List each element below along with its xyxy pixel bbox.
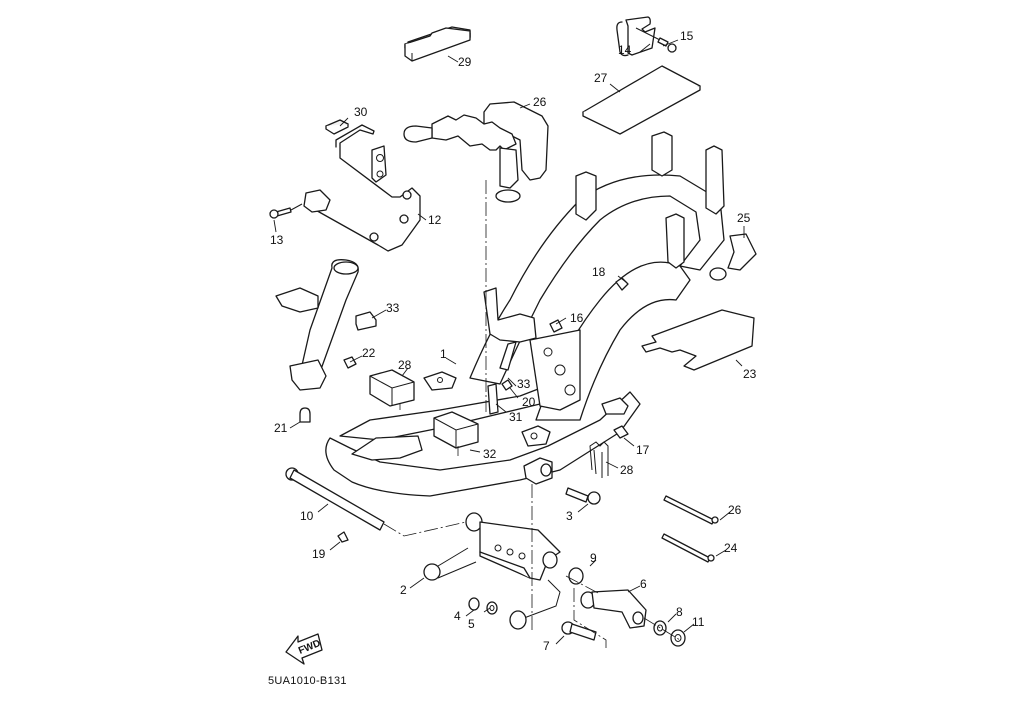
callout-20: 20 (522, 395, 536, 409)
callout-27: 26 (533, 95, 547, 109)
part-5-washer (486, 601, 498, 615)
callout-4: 4 (454, 609, 461, 623)
part-2-engine-bracket (423, 512, 561, 630)
part-34-damper (355, 311, 377, 331)
part-33-damper-top (325, 119, 349, 135)
part-4-collar (468, 597, 480, 611)
callout-7: 7 (543, 639, 550, 653)
callout-28: 28 (620, 463, 634, 477)
part-33-damper-side (487, 383, 499, 415)
part-29-damper (369, 369, 415, 407)
part-35-damper (499, 341, 517, 371)
callout-22: 22 (362, 346, 376, 360)
callout-26: 26 (728, 503, 742, 517)
callout-15: 15 (680, 29, 694, 43)
part-17-nut (613, 425, 629, 439)
callout-19: 19 (312, 547, 326, 561)
part-13-bolt (269, 203, 303, 219)
callout-30: 32 (483, 447, 497, 461)
callout-32: 29 (458, 55, 472, 69)
callout-5: 5 (468, 617, 475, 631)
callout-33-side: 31 (509, 410, 523, 424)
part-31-plate-pad (582, 65, 701, 135)
drawing-code: 5UA1010-B131 (268, 675, 347, 687)
callout-24: 24 (724, 541, 738, 555)
callout-33-top: 30 (354, 105, 368, 119)
callout-6: 6 (640, 577, 647, 591)
callout-2: 2 (400, 583, 407, 597)
callout-9: 9 (590, 551, 597, 565)
leader-lines (273, 39, 745, 645)
callout-18: 18 (592, 265, 606, 279)
part-30-damper (433, 411, 479, 449)
part-1-frame (275, 131, 725, 497)
callout-11: 11 (692, 615, 705, 629)
part-16-nut (549, 319, 563, 333)
part-23-plate (641, 309, 755, 371)
part-10-pivot-shaft (285, 467, 385, 531)
callout-14: 14 (618, 43, 632, 57)
part-15-screw (635, 27, 677, 53)
part-22-nut (343, 356, 357, 369)
callout-8: 8 (676, 605, 683, 619)
part-12-bracket (303, 124, 421, 252)
callout-34: 33 (386, 301, 400, 315)
callout-10: 10 (300, 509, 314, 523)
callout-31: 27 (594, 71, 608, 85)
part-28-clip (589, 441, 609, 478)
callout-1: 1 (440, 347, 447, 361)
part-26-band (663, 495, 719, 525)
callout-17: 17 (636, 443, 650, 457)
part-19-nut (337, 531, 349, 543)
part-24-band (661, 533, 715, 563)
callout-12: 12 (428, 213, 442, 227)
part-25-holder (709, 233, 757, 281)
callout-29: 28 (398, 358, 412, 372)
part-27-cover (403, 101, 549, 203)
callout-13: 13 (270, 233, 284, 247)
part-21-cap (299, 407, 311, 423)
callout-25: 25 (737, 211, 751, 225)
part-3-bolt (565, 487, 601, 505)
callout-23: 23 (743, 367, 757, 381)
callout-3: 3 (566, 509, 573, 523)
part-11-nut (670, 629, 686, 647)
fwd-arrow-icon: FWD (285, 633, 323, 665)
callout-16: 16 (570, 311, 584, 325)
callout-35: 33 (517, 377, 531, 391)
part-7-bolt (561, 621, 597, 641)
callout-21: 21 (274, 421, 288, 435)
part-6-link (580, 589, 647, 629)
part-20-nut (501, 379, 513, 391)
part-32-damper (404, 26, 471, 62)
callout-labels: 29 15 14 27 26 30 12 13 25 18 16 33 22 2… (270, 29, 757, 653)
part-9-collar (568, 567, 584, 585)
assembly-axes (383, 180, 681, 648)
